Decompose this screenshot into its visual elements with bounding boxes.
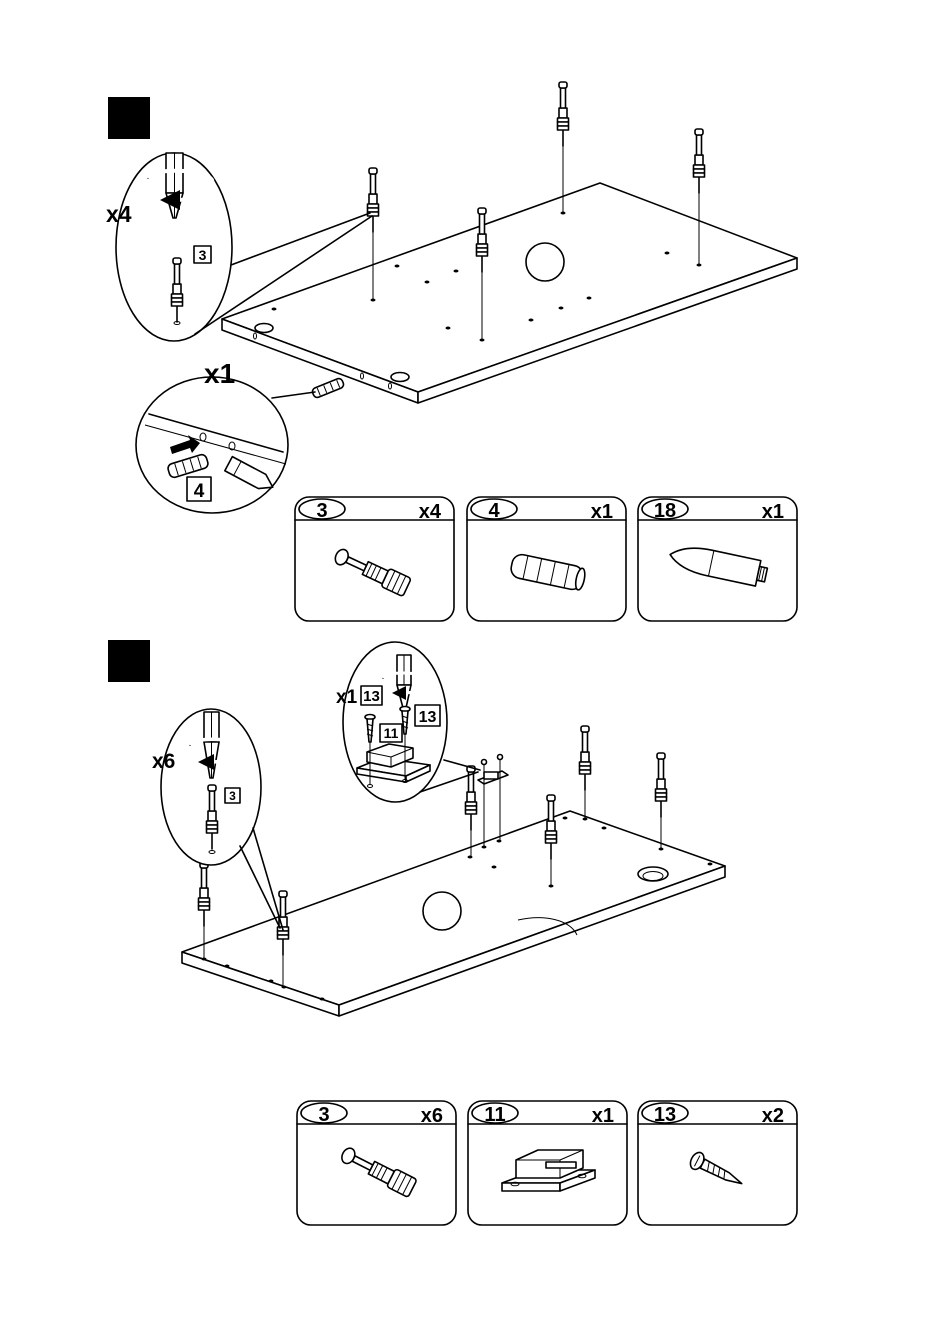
step-2-panel — [182, 811, 725, 1016]
part-number: 3 — [318, 1104, 329, 1126]
dowel-part-number: 4 — [194, 481, 205, 502]
step-2-cam-callout: x6 3 — [152, 709, 283, 930]
part-number: 13 — [654, 1104, 676, 1126]
parts-box-wood-screw: 13 x2 — [638, 1101, 797, 1225]
parts-box-hammer: 18 x1 — [638, 497, 797, 621]
step-1-marker — [108, 97, 150, 139]
parts-box-cam-bolt: 3 x6 — [297, 1101, 456, 1225]
step-2-magnetic-catch — [478, 755, 508, 848]
step-2-parts-list: 3 x6 11 x1 — [297, 1101, 797, 1225]
part-quantity: x2 — [762, 1105, 784, 1127]
step-1: x4 3 x1 4 — [106, 82, 797, 621]
catch-part-number: 11 — [384, 725, 399, 741]
part-number: 3 — [316, 500, 327, 522]
part-number: 4 — [488, 500, 500, 522]
part-quantity: x4 — [419, 501, 442, 523]
parts-box-dowel: 4 x1 — [467, 497, 626, 621]
cam-quantity-label: x4 — [106, 201, 132, 227]
step-2: x6 3 — [108, 640, 797, 1225]
dowel-quantity-label: x1 — [204, 358, 235, 389]
parts-box-cam-bolt: 3 x4 — [295, 497, 454, 621]
part-number: 11 — [484, 1104, 505, 1126]
parts-box-magnetic-catch: 11 x1 — [468, 1101, 627, 1225]
catch-quantity-label: x1 — [336, 687, 358, 708]
step-1-edge-dowel — [311, 377, 344, 398]
part-quantity: x1 — [592, 1105, 614, 1127]
step-1-dowel-callout: x1 4 — [136, 358, 315, 513]
step-1-parts-list: 3 x4 4 x1 — [295, 497, 797, 621]
catch-screw-part-number-right: 13 — [419, 709, 437, 726]
cam-part-number: 3 — [229, 789, 236, 803]
step-2-marker — [108, 640, 150, 682]
part-quantity: x6 — [421, 1105, 443, 1127]
step-2-catch-callout: x1 13 13 11 — [336, 642, 480, 802]
catch-screw-part-number-left: 13 — [363, 688, 380, 705]
part-quantity: x1 — [591, 501, 613, 523]
step-1-cable-hole — [526, 243, 564, 281]
cam-quantity-label: x6 — [152, 750, 175, 773]
cam-part-number: 3 — [199, 247, 207, 263]
part-number: 18 — [654, 500, 676, 522]
step-1-panel — [222, 183, 797, 403]
step-2-cable-hole — [423, 892, 461, 930]
part-quantity: x1 — [762, 501, 784, 523]
